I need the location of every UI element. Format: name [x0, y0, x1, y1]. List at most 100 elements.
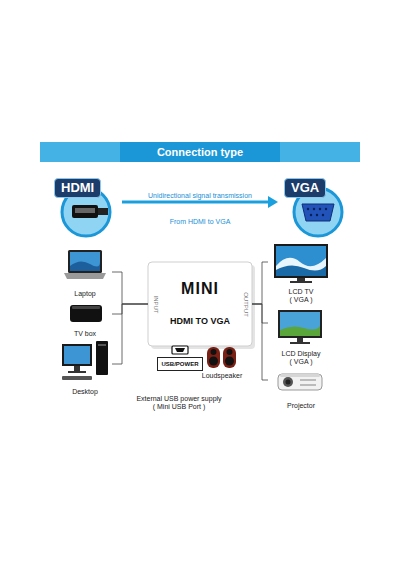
lcd-tv-illustration-part: [297, 278, 305, 281]
tv-box-illustration-part: [70, 305, 102, 322]
connector: [252, 262, 268, 304]
device-desktop: Desktop: [58, 338, 112, 396]
side-label-holder: OUTPUT: [239, 262, 251, 346]
loudspeaker-illustration-part: [223, 347, 236, 368]
lcd-tv-illustration-part: [276, 265, 326, 276]
vga-icon-part: [302, 204, 334, 221]
lcd-tv-illustration-part: [274, 244, 328, 278]
lcd-tv-illustration-part: [276, 246, 326, 276]
tv-box-illustration: [70, 305, 102, 322]
signal-arrow: [122, 201, 269, 204]
desktop-illustration-part: [68, 371, 86, 373]
lcd-display-illustration-part: [278, 310, 322, 338]
node-label: USB/POWER: [161, 361, 198, 368]
power-supply-note-holder: External USB power supply ( Mini USB Por…: [134, 395, 224, 413]
node-label: LCD Display ( VGA ): [281, 350, 322, 366]
edge-label: Unidirectional signal transmission: [146, 192, 254, 200]
arrow-head: [268, 196, 278, 208]
hdmi-icon-part: [72, 205, 98, 218]
loudspeaker-illustration: [207, 347, 236, 368]
hdmi-icon-part: [98, 208, 108, 215]
projector-illustration-part: [286, 380, 291, 385]
connector-line: [112, 304, 148, 364]
node-label: Projector: [287, 402, 315, 410]
projector-illustration: [278, 374, 322, 390]
converter-illustration-part: [148, 262, 252, 346]
laptop-illustration-part: [70, 252, 100, 271]
loudspeaker-illustration-part: [227, 349, 233, 355]
projector-illustration-part: [278, 374, 322, 390]
vga-icon-part: [307, 208, 309, 210]
lcd-display-illustration-part: [280, 312, 320, 336]
loudspeaker-illustration-part: [225, 357, 234, 366]
vga-icon-part: [319, 208, 321, 210]
projector-illustration-part: [283, 377, 293, 387]
connector-line: [252, 304, 268, 323]
hdmi-icon: HDMI: [48, 172, 122, 232]
laptop-illustration: [64, 250, 106, 279]
connector: [252, 304, 268, 323]
hdmi-icon-part: [75, 208, 95, 213]
node-label: LCD TV ( VGA ): [287, 288, 315, 304]
laptop-illustration-part: [64, 273, 106, 279]
usb-port-icon: [172, 346, 188, 354]
lcd-tv-illustration: [274, 244, 328, 283]
loudspeaker-illustration-part: [211, 349, 217, 355]
side-label-holder: INPUT: [149, 262, 161, 346]
title-bar: [40, 142, 360, 162]
laptop-illustration-part: [68, 250, 102, 273]
lcd-display-illustration-part: [297, 338, 303, 342]
device-lcd-tv: LCD TV ( VGA ): [268, 242, 334, 304]
desktop-illustration-part: [64, 346, 90, 364]
loudspeaker: Loudspeaker: [200, 346, 245, 380]
node-label: INPUT: [152, 295, 159, 313]
vga-icon: VGA: [278, 172, 352, 232]
desktop-illustration-part: [96, 341, 108, 375]
vga-icon-part: [316, 214, 318, 216]
connector-line: [112, 272, 148, 304]
node-label: MINI: [181, 280, 219, 298]
node-label: OUTPUT: [242, 292, 249, 317]
node-label: VGA: [284, 178, 326, 198]
usb-port-icon-part: [172, 346, 188, 354]
node-label: Desktop: [72, 388, 98, 396]
device-lcd-display: LCD Display ( VGA ): [268, 308, 334, 366]
diagram-title: Connection type: [157, 142, 243, 162]
laptop-illustration-part: [70, 261, 100, 271]
tv-box-illustration-part: [72, 306, 100, 309]
desktop-illustration-part: [62, 376, 92, 380]
loudspeaker-illustration-part: [209, 357, 218, 366]
node-label: HDMI: [54, 178, 101, 198]
vga-icon-part: [313, 208, 315, 210]
usb-port-icon-part: [175, 348, 185, 352]
node-label: TV box: [74, 330, 96, 338]
node-label: Loudspeaker: [202, 372, 242, 380]
vga-icon-part: [310, 214, 312, 216]
lcd-display-illustration-part: [280, 326, 320, 336]
device-tv-box: TV box: [58, 302, 112, 338]
connector-line: [112, 304, 148, 314]
connector: [112, 304, 148, 314]
connector-line: [252, 304, 268, 380]
vga-icon-part: [322, 214, 324, 216]
desktop-illustration-part: [98, 344, 106, 346]
lcd-display-illustration: [278, 310, 322, 344]
connector: [112, 304, 148, 364]
connector-line: [252, 262, 268, 304]
edge-label-holder: Unidirectional signal transmission: [145, 184, 255, 202]
signal-note-holder: From HDMI to VGA: [169, 210, 232, 228]
node-label: HDMI TO VGA: [170, 316, 230, 326]
desktop-illustration: [62, 341, 108, 380]
projector-illustration-part: [300, 379, 316, 381]
converter-box: MINI HDMI TO VGA INPUT OUTPUT: [148, 262, 252, 346]
projector-illustration-part: [300, 384, 316, 386]
lcd-display-illustration-part: [290, 342, 310, 344]
projector-illustration-part: [280, 374, 320, 377]
device-projector: Projector: [268, 368, 334, 410]
vga-icon-part: [325, 208, 327, 210]
loudspeaker-illustration-part: [207, 347, 220, 368]
device-laptop: Laptop: [58, 248, 112, 298]
connector: [252, 304, 268, 380]
converter-illustration: [148, 262, 255, 349]
